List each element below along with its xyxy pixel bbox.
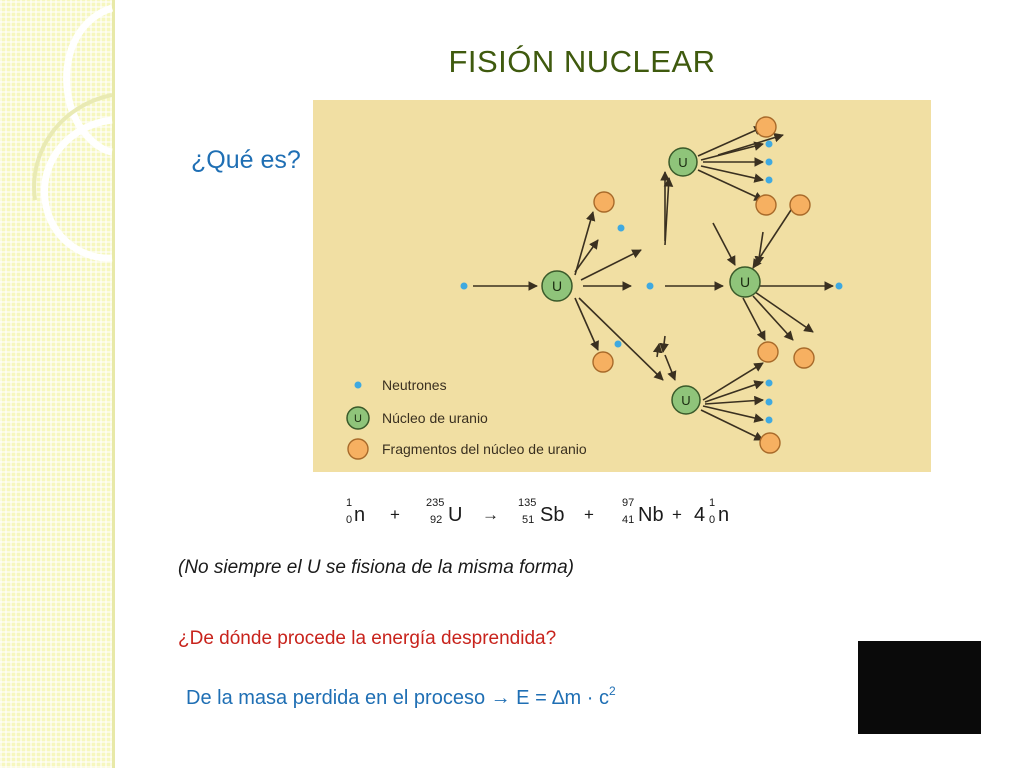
uranium-nucleus-initial: U: [541, 270, 573, 302]
uranium-symbol: U: [552, 278, 562, 294]
neutron: [765, 176, 773, 184]
antimony-symbol: Sb: [540, 504, 564, 526]
uranium-nuclei: U U U U U: [346, 147, 761, 430]
energy-question: ¿De dónde procede la energía desprendida…: [178, 628, 557, 649]
neutron: [765, 158, 773, 166]
neutron-out-symbol: n: [718, 504, 729, 526]
plus-sign: +: [390, 505, 400, 524]
fragment: [759, 432, 781, 454]
neutron: [614, 340, 622, 348]
neutron-symbol: n: [354, 504, 365, 526]
neutrons: [354, 140, 843, 424]
legend-neutrons-label: Neutrones: [382, 377, 447, 393]
decorative-rings: [32, 4, 114, 262]
uranium-symbol: U: [678, 155, 687, 170]
legend-uranium-symbol: U: [354, 413, 362, 425]
fission-diagram-drawing: U U U U U: [346, 116, 843, 460]
nucleus-fragments: [347, 116, 815, 460]
neutron: [617, 224, 625, 232]
energy-answer: De la masa perdida en el proceso → E = ∆…: [186, 684, 616, 710]
legend-uranium-swatch: [346, 406, 370, 430]
neutron: [765, 398, 773, 406]
slide-title: FISIÓN NUCLEAR: [448, 44, 716, 79]
slide-subtitle: ¿Qué es?: [191, 146, 301, 174]
neutron: [646, 282, 654, 290]
neutron: [765, 416, 773, 424]
fission-equation: 1 0 n + 235 92 U → 135 51 Sb + 97 41 Nb …: [346, 497, 729, 526]
uranium-nucleus-middle: U: [729, 266, 761, 298]
uranium-nucleus-top: U: [668, 147, 698, 177]
uranium-atomic-number: 92: [430, 514, 442, 526]
neutron-out-mass-number: 1: [709, 497, 715, 509]
uranium-symbol: U: [681, 393, 690, 408]
neutron: [765, 140, 773, 148]
fragment: [593, 191, 615, 213]
energy-answer-exponent: 2: [608, 684, 616, 698]
neutron: [460, 282, 468, 290]
legend-uranium-label: Núcleo de uranio: [382, 410, 488, 426]
energy-answer-text: De la masa perdida en el proceso → E = ∆…: [186, 687, 609, 709]
legend-neutron-swatch: [354, 381, 362, 389]
diagram-arrows: [473, 126, 834, 441]
legend-fragment-swatch: [347, 438, 369, 460]
neutron-mass-number: 1: [346, 497, 352, 509]
fragment: [755, 116, 777, 138]
uranium-nucleus-bottom: U: [671, 385, 701, 415]
neutron-atomic-number: 0: [346, 514, 352, 526]
fission-diagram: U U U U U: [313, 100, 931, 472]
fragment: [755, 194, 777, 216]
legend-fragments-label: Fragmentos del núcleo de uranio: [382, 441, 587, 457]
uranium-mass-number: 235: [426, 497, 444, 509]
niobium-mass-number: 97: [622, 497, 634, 509]
fragment: [592, 351, 614, 373]
fragment: [789, 194, 811, 216]
neutron: [835, 282, 843, 290]
plus-sign: +: [584, 505, 594, 524]
reaction-arrow: →: [482, 505, 499, 524]
black-rectangle: [858, 641, 981, 734]
niobium-symbol: Nb: [638, 504, 664, 526]
niobium-atomic-number: 41: [622, 514, 634, 526]
neutron-out-atomic-number: 0: [709, 514, 715, 526]
uranium-symbol-eq: U: [448, 504, 462, 526]
side-band-edge: [112, 0, 115, 768]
neutron: [765, 379, 773, 387]
plus-sign: +: [672, 505, 682, 524]
antimony-mass-number: 135: [518, 497, 536, 509]
antimony-atomic-number: 51: [522, 514, 534, 526]
fission-note: (No siempre el U se fisiona de la misma …: [178, 557, 574, 578]
fragment: [793, 347, 815, 369]
uranium-symbol: U: [740, 274, 750, 290]
neutron-coefficient: 4: [694, 504, 705, 526]
fragment: [757, 341, 779, 363]
